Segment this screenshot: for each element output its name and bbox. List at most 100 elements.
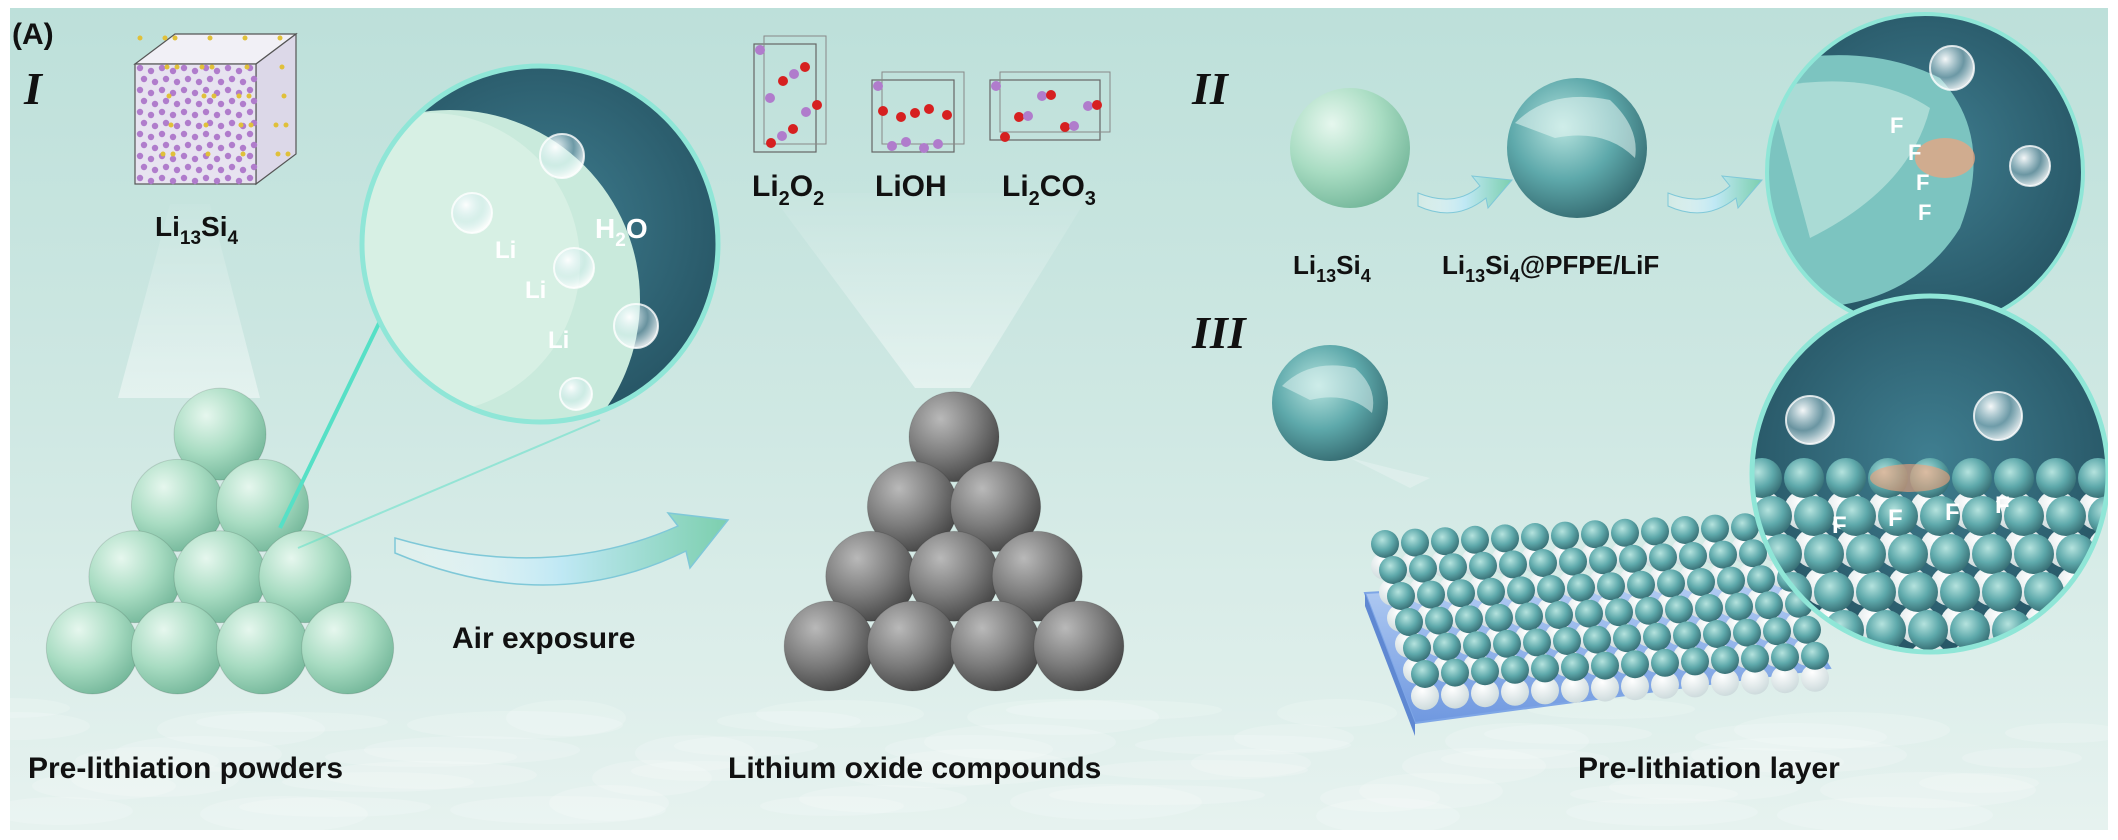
crystal-atom (180, 86, 188, 94)
layer-substrate-sphere (1801, 663, 1829, 692)
crystal-atom (191, 155, 199, 163)
floor-ripple (157, 711, 325, 747)
layer-coated-sphere (1673, 621, 1701, 650)
layer-coated-sphere (1501, 655, 1529, 684)
layer-coated-sphere (1411, 660, 1439, 688)
surface-li-3: Li (548, 327, 569, 354)
crystal-atom (147, 67, 155, 75)
crystal-atom (151, 122, 159, 130)
floor-ripple (674, 736, 818, 756)
layer-substrate-sphere (1561, 675, 1589, 703)
layer-coated-sphere (1521, 523, 1549, 551)
particle-sphere (991, 530, 1083, 622)
layer-coated-sphere (1559, 547, 1587, 576)
crystal-atom (206, 75, 214, 83)
unit-cell-frame (999, 71, 1111, 133)
zoom-coated-sphere (1804, 534, 1844, 574)
floor-ripple (1006, 700, 1222, 720)
section-numeral-3: III (1191, 307, 1248, 358)
crystal-atom (162, 163, 170, 171)
beam-crystal (118, 204, 260, 398)
crystal-atom (213, 111, 221, 119)
compound-unit-cells (753, 35, 1111, 153)
zoom-coated-sphere (1866, 610, 1906, 650)
crystal-atom (158, 174, 166, 182)
unit-cell-atom (1069, 121, 1079, 131)
unit-cell-atom (1060, 122, 1070, 132)
floor-ripple (1049, 785, 1265, 805)
zoom-coated-sphere (1878, 496, 1918, 536)
layer-coated-sphere (1493, 629, 1521, 658)
crystal-atom-si (172, 35, 178, 41)
layer-coated-sphere (1409, 554, 1437, 583)
particle-sphere (950, 461, 1042, 552)
particle-sphere (783, 600, 875, 692)
layer-coated-sphere (1605, 598, 1633, 627)
unit-cell-atom (873, 81, 883, 91)
unit-cell-atom (812, 100, 822, 110)
floor-ripple (1652, 748, 1844, 776)
unit-cell-atom (896, 112, 906, 122)
layer-coated-sphere (1679, 542, 1707, 570)
crystal-atom-si (160, 151, 166, 157)
layer-substrate-sphere (1501, 677, 1529, 706)
crystal-atom-si (242, 35, 248, 41)
beam-compounds (770, 193, 1090, 388)
crystal-atom-si (205, 151, 211, 157)
crystal-atom (239, 100, 247, 108)
crystal-atom (147, 133, 155, 141)
coated-particle-small (1272, 345, 1388, 461)
crystal-formula: Li13Si4 (155, 211, 239, 249)
layer-coated-sphere (1731, 513, 1759, 542)
layer-coated-sphere (1621, 650, 1649, 679)
layer-coated-sphere (1417, 580, 1445, 609)
layer-coated-sphere (1461, 525, 1489, 554)
layer-coated-sphere (1545, 601, 1573, 629)
crystal-atom (184, 163, 192, 171)
layer-f-2: F (1888, 505, 1903, 532)
crystal-atom (250, 75, 258, 83)
crystal-atom (140, 119, 148, 127)
unit-cell-atom (789, 69, 799, 79)
layer-coated-sphere (1431, 527, 1459, 556)
floor-ripple (1734, 712, 1950, 748)
zoom-coated-sphere (2004, 496, 2044, 536)
unit-cell-atom (1037, 91, 1047, 101)
unit-cell-frame (753, 43, 817, 153)
caption-stage3: Pre-lithiation layer (1578, 752, 1840, 785)
particle-sphere (130, 601, 224, 695)
floor-ripple (1527, 699, 1695, 719)
zoom-coated-sphere (1888, 534, 1928, 574)
zoom-coated-sphere (1920, 496, 1960, 536)
layer-coated-sphere (1553, 627, 1581, 655)
layer-coated-sphere (1701, 514, 1729, 543)
floor-ripple (885, 735, 1053, 763)
crystal-atom (136, 86, 144, 94)
floor-ripple (114, 736, 282, 772)
crystal-atom-si (281, 93, 287, 99)
crystal-atom (235, 133, 243, 141)
layer-coated-sphere (1387, 582, 1415, 610)
layer-substrate-sphere (1591, 673, 1619, 702)
crystal-atom (202, 86, 210, 94)
crystal-atom-si (166, 93, 172, 99)
crystal-atom-si (164, 64, 170, 70)
crystal-atom (224, 130, 232, 138)
crystal-atom (224, 174, 232, 182)
layer-coated-sphere (1793, 615, 1821, 644)
crystal-atom (202, 174, 210, 182)
crystal-atom (169, 155, 177, 163)
floor-ripple (75, 747, 219, 775)
crystal-atom (184, 75, 192, 83)
floor-ripple (239, 797, 431, 817)
crystal-atom (136, 108, 144, 116)
layer-coated-sphere (1551, 521, 1579, 550)
layer-f-1: F (1832, 512, 1847, 539)
crystal-atom (213, 67, 221, 75)
water-droplet-icons (451, 133, 659, 411)
crystal-atom (151, 100, 159, 108)
crystal-atom-si (203, 122, 209, 128)
layer-substrate-sphere (1711, 668, 1739, 696)
layer-coated-sphere (1627, 570, 1655, 599)
crystal-atom (162, 97, 170, 105)
